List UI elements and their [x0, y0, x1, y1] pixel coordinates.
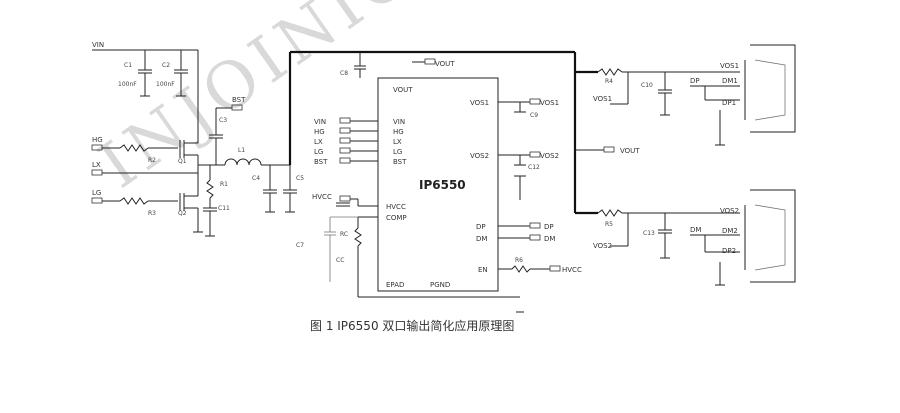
left-pin-stubs	[339, 117, 378, 164]
capacitor-c2	[174, 50, 188, 97]
vout-mid-tag	[575, 146, 615, 153]
port2-vos: VOS2	[720, 207, 739, 215]
port2-dp: DP2	[722, 247, 736, 255]
label-c5: C5	[296, 175, 304, 182]
net-vout-top: VOUT	[435, 60, 455, 68]
net-hvcc-right: HVCC	[562, 266, 582, 274]
label-c1: C1	[124, 62, 132, 69]
chip-pin-vos1: VOS1	[470, 99, 489, 107]
net-vin: VIN	[92, 41, 104, 49]
hvcc-net	[336, 195, 378, 207]
port1-dp: DP1	[722, 99, 736, 107]
label-q1: Q1	[178, 158, 187, 165]
port1-dm: DM1	[722, 77, 738, 85]
chip-pin-lg: LG	[393, 148, 402, 156]
vout-top-tag	[412, 58, 436, 65]
label-c7: C7	[296, 242, 304, 249]
net-bst: BST	[232, 96, 246, 104]
usb-port1-connector	[744, 44, 796, 133]
net-hvcc-left: HVCC	[312, 193, 332, 201]
label-c9: C9	[530, 112, 538, 119]
net-vos1-r: VOS1	[593, 95, 612, 103]
ext-pin-vin: VIN	[314, 118, 326, 126]
net-dm-r: DM	[690, 226, 701, 234]
label-l1: L1	[238, 147, 245, 154]
comp-network	[324, 216, 520, 298]
hg-input	[91, 144, 178, 152]
label-c2: C2	[162, 62, 170, 69]
label-c13: C13	[643, 230, 655, 237]
bootstrap-c3	[209, 104, 243, 165]
label-c4: C4	[252, 175, 260, 182]
chip-pin-hg: HG	[393, 128, 404, 136]
lg-input	[91, 197, 178, 205]
chip-pin-vos2: VOS2	[470, 152, 489, 160]
chip-pin-dp: DP	[476, 223, 486, 231]
ext-pin-bst: BST	[314, 158, 328, 166]
chip-pin-comp: COMP	[386, 214, 407, 222]
vout-rail	[288, 50, 598, 215]
chip-pin-lx: LX	[393, 138, 402, 146]
label-cc: CC	[336, 257, 344, 264]
label-r1: R1	[220, 181, 228, 188]
capacitor-c1	[138, 50, 152, 97]
label-r4: R4	[605, 78, 613, 85]
capacitor-c5	[283, 165, 297, 213]
chip-pin-epad: EPAD	[386, 281, 404, 289]
label-r5: R5	[605, 221, 613, 228]
inductor-l1	[224, 158, 290, 166]
right-pin-stubs	[498, 98, 561, 273]
port1-output	[597, 68, 740, 146]
chip-pin-hvcc: HVCC	[386, 203, 406, 211]
mosfet-q2	[179, 173, 203, 233]
ext-pin-hg: HG	[314, 128, 325, 136]
snubber-r1-c11	[203, 165, 217, 237]
value-c1: 100nF	[118, 81, 137, 88]
net-lx: LX	[92, 161, 101, 169]
usb-port2-connector	[744, 189, 796, 283]
label-c8: C8	[340, 70, 348, 77]
port1-vos: VOS1	[720, 62, 739, 70]
figure-caption: 图 1 IP6550 双口输出简化应用原理图	[310, 318, 514, 333]
net-dm-out: DM	[544, 235, 555, 243]
mosfet-q1	[179, 135, 199, 173]
net-vos2-out: VOS2	[540, 152, 559, 160]
net-hg: HG	[92, 136, 103, 144]
label-c3: C3	[219, 117, 227, 124]
lx-input	[91, 169, 198, 176]
chip-pin-vin: VIN	[393, 118, 405, 126]
capacitor-c4	[263, 165, 277, 213]
label-r3: R3	[148, 210, 156, 217]
net-vos1-out: VOS1	[540, 99, 559, 107]
ext-pin-lg: LG	[314, 148, 323, 156]
net-vos2-r: VOS2	[593, 242, 612, 250]
label-rc: RC	[340, 231, 348, 238]
chip-pin-en: EN	[478, 266, 488, 274]
label-r6: R6	[515, 257, 523, 264]
net-lg: LG	[92, 189, 101, 197]
value-c2: 100nF	[156, 81, 175, 88]
label-c12: C12	[528, 164, 540, 171]
ext-pin-lx: LX	[314, 138, 323, 146]
net-vout-mid: VOUT	[620, 147, 640, 155]
port2-dm: DM2	[722, 227, 738, 235]
label-r2: R2	[148, 157, 156, 164]
chip-pin-dm: DM	[476, 235, 487, 243]
label-c11: C11	[218, 205, 230, 212]
net-dp-out: DP	[544, 223, 554, 231]
capacitor-c8	[354, 52, 366, 78]
chip-pin-bst: BST	[393, 158, 407, 166]
chip-pin-pgnd: PGND	[430, 281, 450, 289]
ip6550-chip	[377, 77, 499, 292]
label-q2: Q2	[178, 210, 187, 217]
chip-name: IP6550	[419, 178, 466, 192]
port2-output	[597, 209, 740, 286]
net-dp-r: DP	[690, 77, 700, 85]
label-c10: C10	[641, 82, 653, 89]
chip-pin-vout: VOUT	[393, 86, 413, 94]
